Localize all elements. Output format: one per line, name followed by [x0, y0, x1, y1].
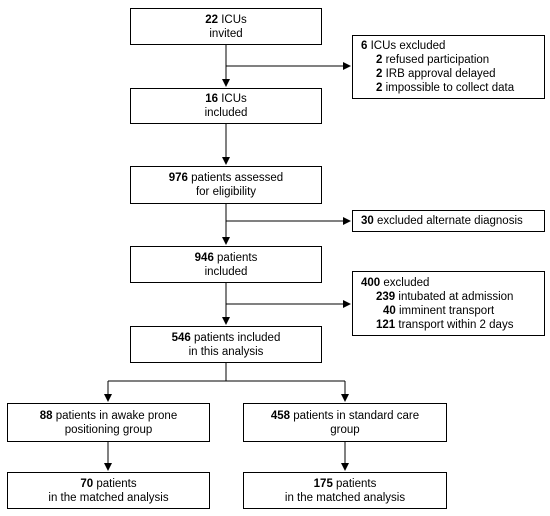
excluded-400-reason-count: 239	[376, 290, 396, 303]
standard-group-box: 458 patients in standard care group	[243, 403, 447, 442]
excluded-icu-title: ICUs excluded	[367, 40, 446, 52]
excluded-400-title: excluded	[380, 276, 430, 289]
excluded-icu-reason-count: 2	[376, 68, 383, 80]
analysis-label-2: in this analysis	[188, 345, 264, 358]
standard-group-label-2: group	[330, 423, 360, 436]
included-icu-label-2: included	[204, 107, 248, 119]
excluded-icu-box: 6 ICUs excluded 2 refused participation …	[352, 35, 545, 99]
patients-included-label-2: included	[204, 265, 248, 278]
excluded-icu-reason: impossible to collect data	[382, 82, 515, 94]
standard-group-label: patients in standard care	[290, 409, 420, 422]
patients-included-label: patients	[213, 251, 258, 264]
excluded-icu-reason-count: 2	[376, 82, 383, 94]
prone-group-label: patients in awake prone	[52, 409, 178, 422]
excluded-400-reason-count: 40	[383, 304, 396, 317]
standard-group-count: 458	[270, 409, 291, 422]
matched-prone-label: patients	[93, 477, 137, 490]
excluded-400-reason: intubated at admission	[395, 290, 514, 303]
analysis-count: 546	[171, 331, 191, 344]
excluded-icu-count: 6	[361, 40, 368, 52]
analysis-label: patients included	[190, 331, 281, 344]
analysis-box: 546 patients included in this analysis	[130, 326, 322, 363]
included-icu-label: ICUs	[218, 93, 247, 105]
invited-label-2: invited	[209, 27, 243, 40]
matched-standard-label-2: in the matched analysis	[284, 491, 406, 504]
prone-group-count: 88	[39, 409, 53, 422]
excluded-icu-reason: IRB approval delayed	[382, 68, 496, 80]
excluded-400-count: 400	[361, 276, 381, 289]
matched-standard-count: 175	[313, 477, 333, 490]
included-icu-count: 16	[205, 93, 219, 105]
assessed-box: 976 patients assessed for eligibility	[130, 166, 322, 204]
excluded-icu-reason: refused participation	[382, 54, 490, 66]
excluded-400-reason: imminent transport	[395, 304, 495, 317]
excluded-alt-count: 30	[361, 215, 374, 227]
matched-prone-count: 70	[80, 477, 94, 490]
prone-group-label-2: positioning group	[64, 423, 153, 436]
patients-included-count: 946	[194, 251, 214, 264]
assessed-count: 976	[168, 172, 188, 184]
invited-box: 22 ICUs invited	[130, 8, 322, 45]
assessed-label-2: for eligibility	[195, 186, 257, 198]
excluded-400-reason: transport within 2 days	[395, 318, 514, 331]
patients-included-box: 946 patients included	[130, 246, 322, 283]
matched-standard-label: patients	[332, 477, 377, 490]
excluded-400-reason-count: 121	[376, 318, 396, 331]
matched-prone-label-2: in the matched analysis	[48, 491, 169, 504]
invited-count: 22	[205, 13, 219, 26]
assessed-label: patients assessed	[187, 172, 284, 184]
matched-prone-box: 70 patients in the matched analysis	[7, 472, 210, 509]
prone-group-box: 88 patients in awake prone positioning g…	[7, 403, 210, 442]
invited-label: ICUs	[218, 13, 247, 26]
matched-standard-box: 175 patients in the matched analysis	[243, 472, 447, 509]
excluded-icu-reason-count: 2	[376, 54, 383, 66]
excluded-alt-label: excluded alternate diagnosis	[373, 215, 523, 227]
excluded-alt-box: 30 excluded alternate diagnosis	[352, 210, 545, 232]
included-icu-box: 16 ICUs included	[130, 88, 322, 124]
excluded-400-box: 400 excluded 239 intubated at admission …	[352, 271, 545, 336]
